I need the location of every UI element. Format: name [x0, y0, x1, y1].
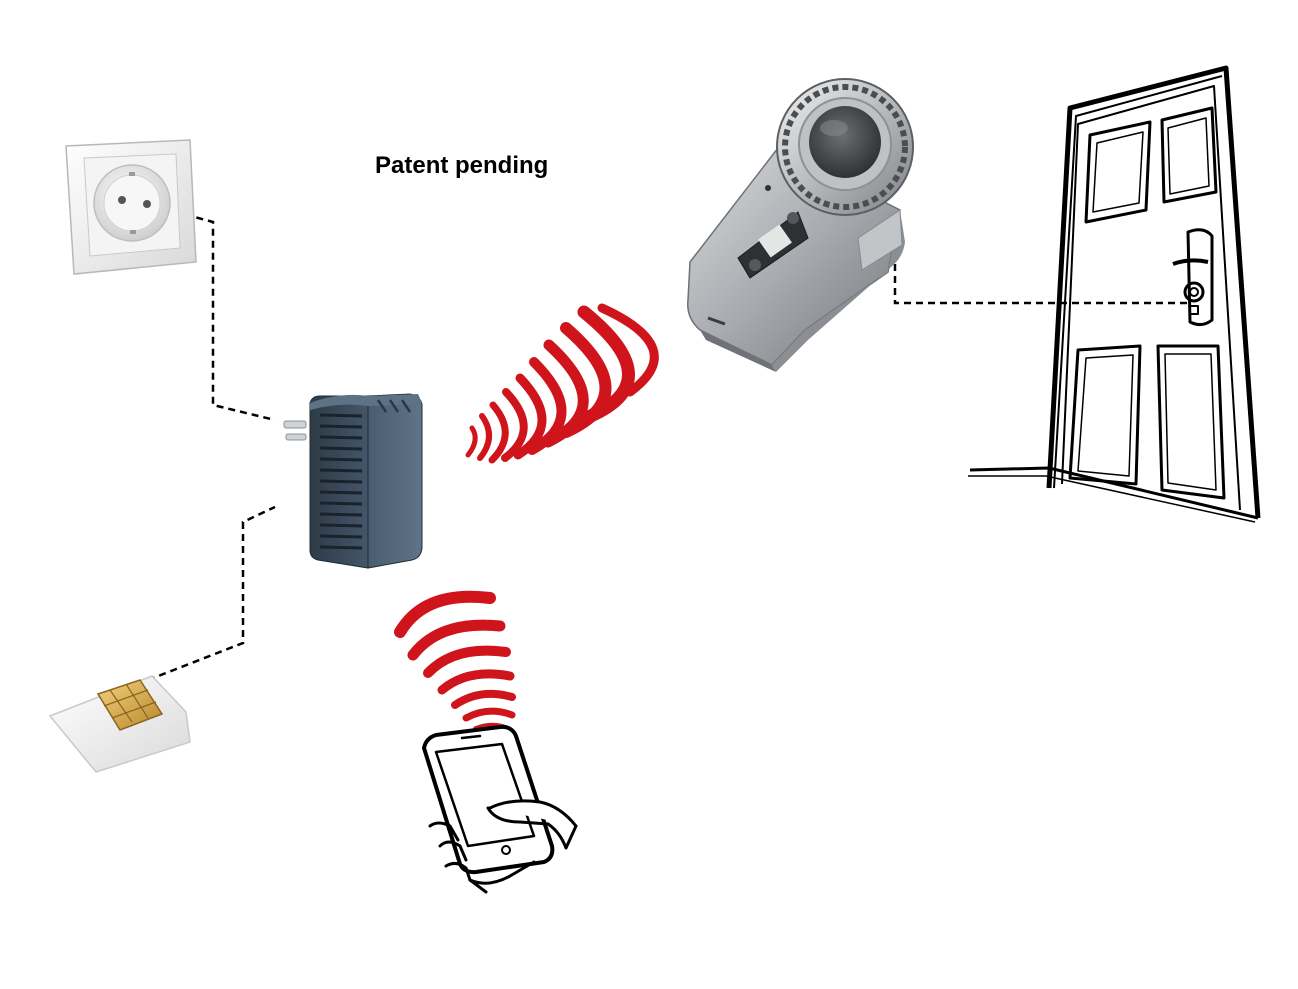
socket-to-adapter-line	[149, 203, 276, 422]
adapter-vents	[319, 413, 363, 550]
hand-smartphone-icon	[422, 724, 578, 894]
wireless-signal-to-lock	[465, 303, 659, 464]
lock-to-door-line	[893, 252, 1190, 305]
wireless-signal-from-phone	[394, 590, 516, 733]
door-icon	[968, 65, 1261, 523]
connector-lines	[147, 203, 1190, 682]
plug-adapter-icon	[283, 393, 423, 569]
sim-card-icon	[48, 675, 191, 773]
sim-to-adapter-line	[147, 505, 276, 682]
patent-pending-label: Patent pending	[375, 152, 549, 179]
door-lock-actuator-icon	[687, 78, 914, 372]
wall-socket-icon	[65, 139, 197, 275]
